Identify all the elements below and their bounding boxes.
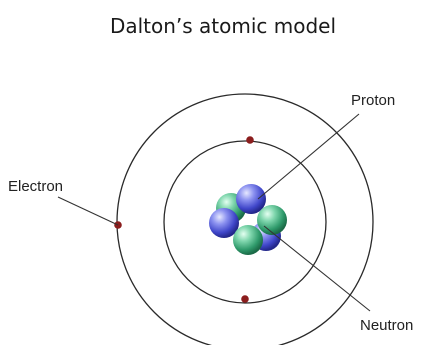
electron-dot-top [246,136,254,144]
inner-orbit [163,140,327,304]
proton-label: Proton [351,92,395,109]
neutron-leader-line [263,225,371,312]
nucleus-neutron-front-right [257,205,287,235]
electron-dot-bottom [241,295,249,303]
outer-orbit [116,93,374,345]
nucleus-proton-left [209,208,239,238]
electron-leader-line [57,196,119,226]
nucleus-neutron-front-bottom [233,225,263,255]
electron-label: Electron [8,178,63,195]
neutron-label: Neutron [360,317,413,334]
nucleus-proton-top [236,184,266,214]
diagram-title: Dalton’s atomic model [109,14,337,38]
proton-leader-line [257,113,360,200]
